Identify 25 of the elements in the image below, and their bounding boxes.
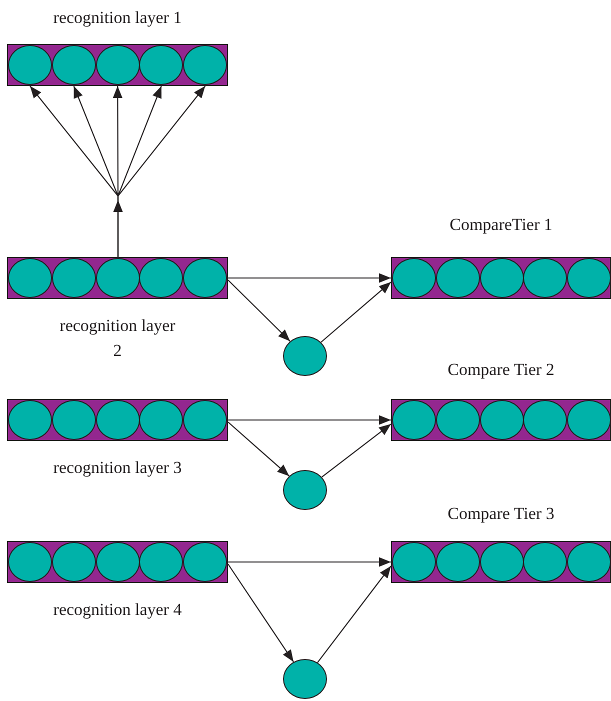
arrow [228,273,391,283]
layer-label: Compare Tier 3 [446,503,556,525]
arrow [321,424,392,478]
arrow [117,86,206,257]
neuron-circle [52,45,96,85]
neuron-circle [96,45,140,85]
arrow [228,415,391,425]
layer-label: Compare Tier 2 [446,359,556,381]
neuron-circle [139,45,184,85]
arrow [317,566,392,663]
neuron-circle [183,45,228,85]
layer-label: recognition layer 3 [52,457,183,479]
arrow [228,564,294,662]
neuron-circle [283,659,327,699]
layer-label: recognition layer 1 [52,7,183,29]
layer-label: CompareTier 1 [448,214,554,236]
arrow [228,280,290,342]
neuron-circle [283,470,327,510]
neuron-circle [8,45,52,85]
layer-label: recognition layer 4 [52,599,183,621]
arrow [228,557,391,567]
neuron-circle [283,336,327,376]
arrow [320,282,392,343]
layer-label: recognition layer 2 [58,315,176,362]
arrow [228,422,290,476]
